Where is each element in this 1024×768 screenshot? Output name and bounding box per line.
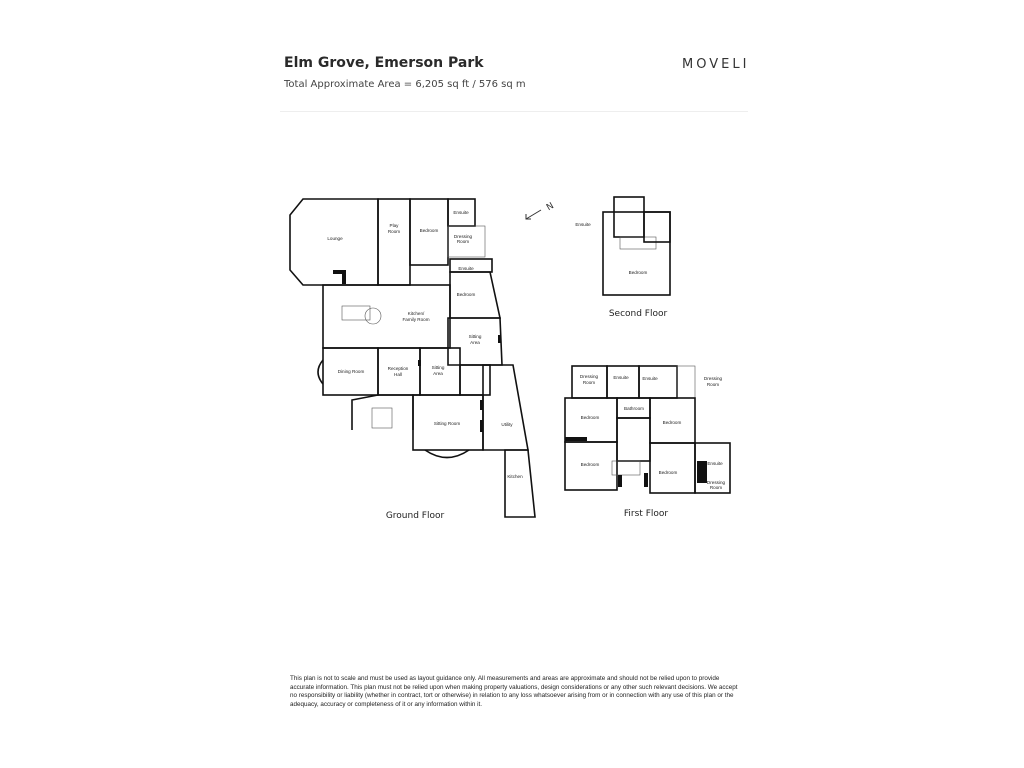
first-floor-plan: Dressing Room Ensuite Ensuite Dressing R… — [564, 365, 731, 519]
room-label: Bedroom — [629, 270, 648, 275]
room-label: Dressing — [454, 234, 473, 239]
room-label: Bedroom — [581, 415, 600, 420]
room-kitchen — [504, 449, 536, 518]
second-floor-plan: Ensuite Bedroom Second Floor — [575, 196, 671, 319]
room-label: Sitting — [469, 334, 482, 339]
room-label: Dressing — [704, 376, 723, 381]
room-label: Reception — [388, 366, 409, 371]
room-label: Sitting — [432, 365, 445, 370]
room-label: Sitting Room — [434, 421, 460, 426]
room-label: Ensuite — [575, 222, 591, 227]
room-label: Dressing — [707, 480, 726, 485]
north-label: N — [545, 201, 556, 213]
room-label: Ensuite — [613, 375, 629, 380]
room-label: Kitchen/ — [408, 311, 425, 316]
room-label: Utility — [501, 422, 513, 427]
room-label: Ensuite — [707, 461, 723, 466]
room-label: Bedroom — [457, 292, 476, 297]
second-floor-label: Second Floor — [609, 309, 668, 319]
room-label: Ensuite — [458, 266, 474, 271]
room-label: Bedroom — [659, 470, 678, 475]
room-dressing-room — [447, 225, 486, 258]
room-label: Dressing — [580, 374, 599, 379]
room-label: Play — [390, 223, 400, 228]
room-play-room — [377, 198, 411, 286]
room-label: Dining Room — [338, 369, 365, 374]
room-label: Bedroom — [420, 228, 439, 233]
first-floor-label: First Floor — [624, 509, 668, 519]
room-label: Kitchen — [507, 474, 523, 479]
room-label: Bedroom — [581, 462, 600, 467]
room-label: Ensuite — [642, 376, 658, 381]
disclaimer-text: This plan is not to scale and must be us… — [290, 675, 738, 708]
room-label: Ensuite — [453, 210, 469, 215]
room-label: Family Room — [402, 317, 429, 322]
room-label: Lounge — [327, 236, 343, 241]
total-area: Total Approximate Area = 6,205 sq ft / 5… — [284, 79, 526, 90]
room-label: Bathroom — [624, 406, 644, 411]
room-label: Room — [388, 229, 400, 234]
north-arrow-icon: N — [525, 201, 556, 220]
brand-logo: MOVELI — [682, 57, 750, 72]
room-label: Area — [433, 371, 443, 376]
room-label: Room — [583, 380, 595, 385]
room-label: Area — [470, 340, 480, 345]
room-label: Bedroom — [663, 420, 682, 425]
room-label: Room — [710, 485, 722, 490]
ground-floor-plan: Lounge Play Room Bedroom Ensuite Dressin… — [289, 198, 536, 521]
ground-floor-label: Ground Floor — [386, 511, 445, 521]
room-label: Room — [707, 382, 719, 387]
room-label: Room — [457, 239, 469, 244]
header-divider — [280, 111, 748, 112]
room-label: Hall — [394, 372, 402, 377]
property-title: Elm Grove, Emerson Park — [284, 55, 484, 71]
